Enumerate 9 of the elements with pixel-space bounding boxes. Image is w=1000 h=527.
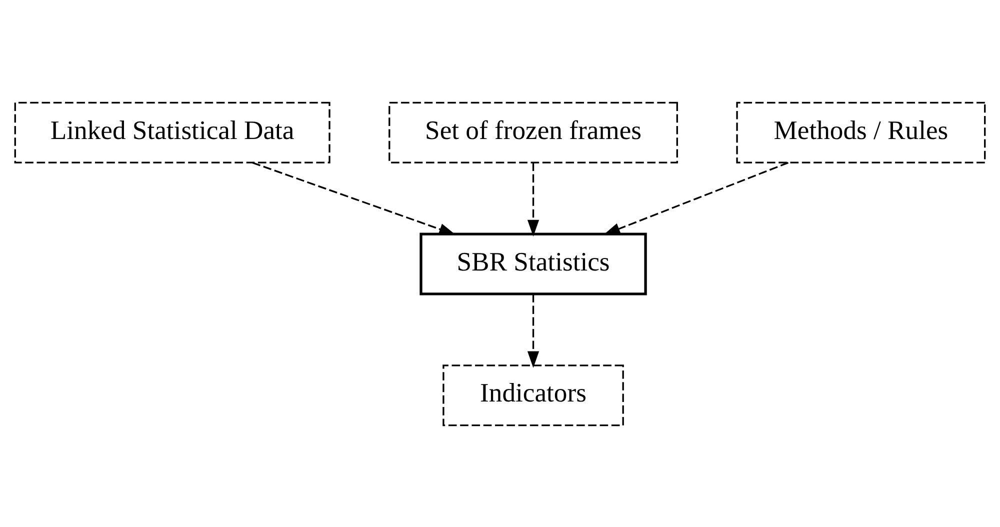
node-box: Set of frozen frames — [388, 101, 678, 163]
node-box: Linked Statistical Data — [14, 101, 330, 163]
arrow — [527, 162, 540, 236]
node-box: Indicators — [442, 364, 624, 426]
arrow — [527, 294, 540, 368]
arrow — [603, 161, 789, 234]
node-box: SBR Statistics — [420, 232, 647, 295]
arrow — [252, 161, 456, 234]
node-box: Methods / Rules — [736, 101, 986, 163]
